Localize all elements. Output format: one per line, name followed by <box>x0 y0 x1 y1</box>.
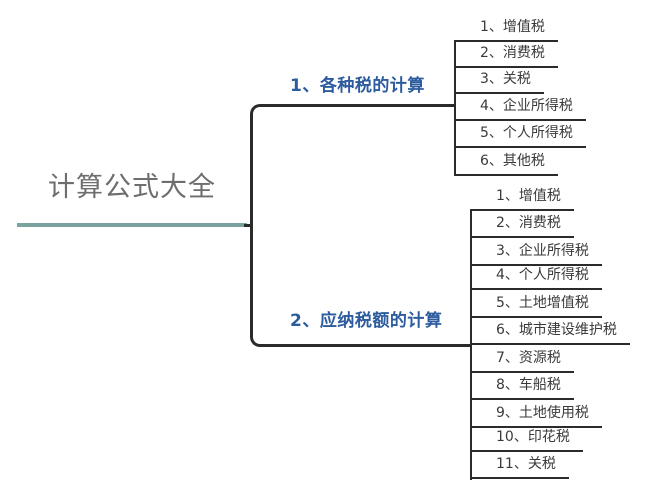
branch-tax-calculation[interactable]: 1、各种税的计算 <box>290 76 425 96</box>
subtopic-2-5[interactable]: 5、土地增值税 <box>470 294 602 318</box>
subtopic-1-1[interactable]: 1、增值税 <box>454 18 558 42</box>
subtopic-2-2[interactable]: 2、消费税 <box>470 214 574 238</box>
subtopic-2-4[interactable]: 4、个人所得税 <box>470 266 602 290</box>
subtopic-1-2[interactable]: 2、消费税 <box>454 44 558 68</box>
subtopic-2-7[interactable]: 7、资源税 <box>470 349 574 373</box>
subtopic-1-4[interactable]: 4、企业所得税 <box>454 97 586 121</box>
subtopic-2-8[interactable]: 8、车船税 <box>470 376 574 400</box>
branch2-line-extension <box>452 344 471 347</box>
subtopic-2-3[interactable]: 3、企业所得税 <box>470 242 602 266</box>
root-underline <box>17 223 247 227</box>
subtopic-2-10[interactable]: 10、印花税 <box>470 428 583 452</box>
subtopic-2-11[interactable]: 11、关税 <box>470 455 569 479</box>
subtopic-2-1[interactable]: 1、增值税 <box>470 187 574 211</box>
branch-connector-bracket <box>250 104 455 347</box>
root-connector-stub <box>244 224 253 227</box>
subtopic-2-6[interactable]: 6、城市建设维护税 <box>470 321 630 345</box>
root-topic[interactable]: 计算公式大全 <box>48 172 216 203</box>
branch1-child-spine <box>454 40 456 176</box>
branch-tax-payable-calculation[interactable]: 2、应纳税额的计算 <box>290 311 443 331</box>
subtopic-1-5[interactable]: 5、个人所得税 <box>454 124 586 148</box>
subtopic-1-3[interactable]: 3、关税 <box>454 70 544 94</box>
subtopic-1-6[interactable]: 6、其他税 <box>454 152 558 176</box>
subtopic-2-9[interactable]: 9、土地使用税 <box>470 404 602 428</box>
